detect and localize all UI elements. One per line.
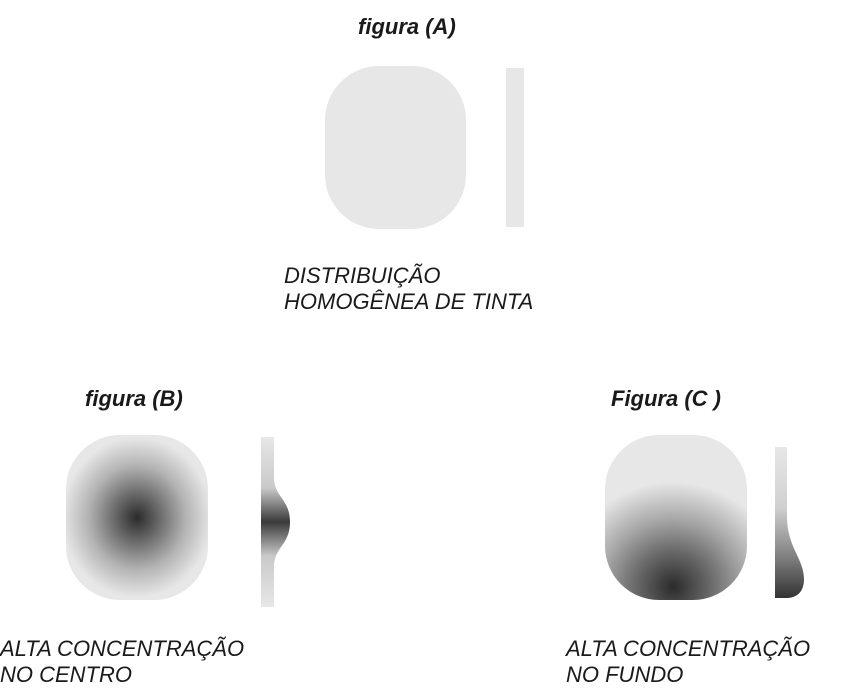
panel-a-caption-line2: HOMOGÊNEA DE TINTA	[284, 289, 534, 314]
panel-b-title: figura (B)	[85, 386, 183, 411]
panel-c-title: Figura (C )	[611, 386, 721, 411]
panel-a-caption-line1: DISTRIBUIÇÃO	[284, 263, 441, 288]
panel-c-caption: ALTA CONCENTRAÇÃO NO FUNDO	[566, 636, 810, 688]
panel-b-caption-line1: ALTA CONCENTRAÇÃO	[0, 636, 245, 661]
panel-b-center-concentration-shape	[66, 435, 208, 600]
panel-a-caption: DISTRIBUIÇÃO HOMOGÊNEA DE TINTA	[284, 263, 533, 315]
panel-c-caption-line2: NO FUNDO	[566, 662, 684, 687]
panel-c-caption-line1: ALTA CONCENTRAÇÃO	[566, 636, 811, 661]
panel-b-side-profile	[260, 437, 292, 607]
panel-c-bottom-concentration-shape	[605, 435, 747, 600]
panel-b-caption-line2: NO CENTRO	[0, 662, 132, 687]
panel-a-side-profile	[506, 68, 524, 227]
panel-b-caption: ALTA CONCENTRAÇÃO NO CENTRO	[0, 636, 244, 688]
panel-a-homogeneous-shape	[325, 66, 466, 229]
panel-a-title: figura (A)	[358, 14, 456, 39]
panel-c-side-profile	[774, 447, 806, 599]
